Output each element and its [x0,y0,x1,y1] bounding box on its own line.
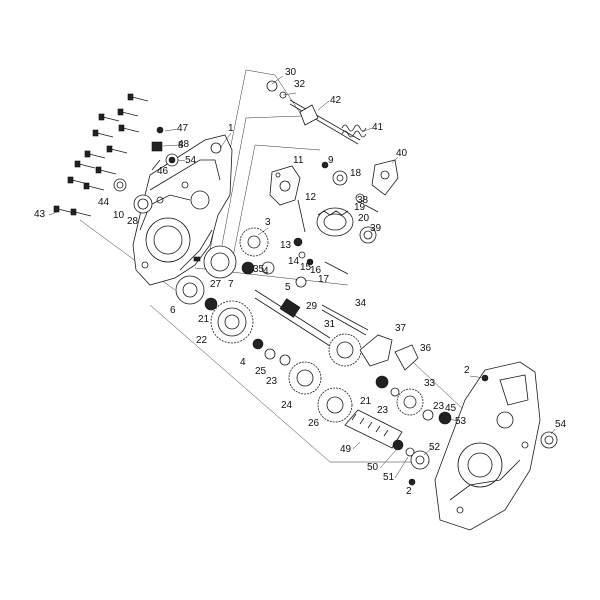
callout-41: 41 [372,122,384,133]
callout-2: 2 [406,486,412,497]
callout-33: 33 [424,378,436,389]
callout-40: 40 [396,148,408,159]
callout-30: 30 [285,67,297,78]
callout-39: 39 [370,223,382,234]
callout-19: 19 [354,202,366,213]
callout-34: 34 [355,298,367,309]
callout-22: 22 [196,335,208,346]
callout-48: 48 [178,139,190,150]
callout-7: 7 [228,279,234,290]
callout-51: 51 [383,472,395,483]
callout-36: 36 [420,343,432,354]
callout-31: 31 [324,319,336,330]
callout-27: 27 [210,279,222,290]
right-crankcase [408,361,541,531]
callout-20: 20 [358,213,370,224]
callout-23: 23 [433,401,445,412]
callout-5: 5 [285,282,291,293]
callout-32: 32 [294,79,306,90]
callout-11: 11 [293,155,304,166]
callout-50: 50 [367,462,379,473]
callout-leaders [48,75,556,487]
callout-23: 23 [266,376,278,387]
callout-15: 15 [300,262,312,273]
callout-25: 25 [255,366,267,377]
callout-47: 47 [177,123,189,134]
callout-42: 42 [330,95,342,106]
callout-10: 10 [113,210,125,221]
shift-shaft [266,80,361,145]
callout-28: 28 [127,216,139,227]
callout-8: 8 [178,140,184,151]
callout-21: 21 [360,396,372,407]
callout-18: 18 [350,168,362,179]
shift-drum [316,159,399,244]
callout-23: 23 [377,405,389,416]
callout-29: 29 [306,301,318,312]
callout-53: 53 [455,416,467,427]
callout-16: 16 [310,265,322,276]
gear-train [175,227,452,470]
callout-24: 24 [281,400,293,411]
callout-35: 35 [253,264,265,275]
callout-54: 54 [555,419,567,430]
callout-12: 12 [305,192,317,203]
left-small-parts [113,126,179,214]
small-fasteners [193,199,349,275]
callout-2: 2 [464,365,470,376]
callout-13: 13 [280,240,292,251]
callout-44: 44 [98,197,110,208]
shift-plate [269,165,301,206]
callout-14: 14 [288,256,300,267]
callout-26: 26 [308,418,320,429]
callout-6: 6 [170,305,176,316]
callout-46: 46 [157,166,169,177]
callout-45: 45 [445,403,457,414]
callout-1: 1 [228,123,234,134]
callout-54: 54 [185,155,197,166]
callout-3: 3 [265,217,271,228]
callout-4: 4 [240,357,246,368]
seal-right [540,431,558,449]
callout-17: 17 [318,274,330,285]
bolt-set-left [53,93,149,217]
callout-43: 43 [34,209,46,220]
callout-52: 52 [429,442,441,453]
callout-37: 37 [395,323,407,334]
spring [341,124,367,138]
callout-4: 4 [263,266,269,277]
callout-38: 38 [357,195,369,206]
callout-49: 49 [340,444,352,455]
callout-21: 21 [198,314,210,325]
left-crankcase [132,134,233,286]
callout-9: 9 [328,155,334,166]
callout-labels: 1 2 2 3 4 4 5 6 7 8 9 10 11 12 13 14 15 … [34,67,567,497]
